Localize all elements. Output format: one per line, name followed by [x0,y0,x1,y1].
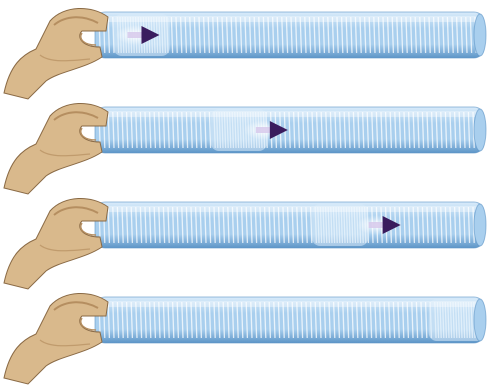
panel-1 [4,8,486,99]
panel-2 [4,103,486,194]
hand-icon [4,8,108,99]
panel-4 [4,293,486,384]
hand-icon [4,198,108,289]
hand-icon [4,293,108,384]
hand-icon [4,103,108,194]
panel-3 [4,198,486,289]
